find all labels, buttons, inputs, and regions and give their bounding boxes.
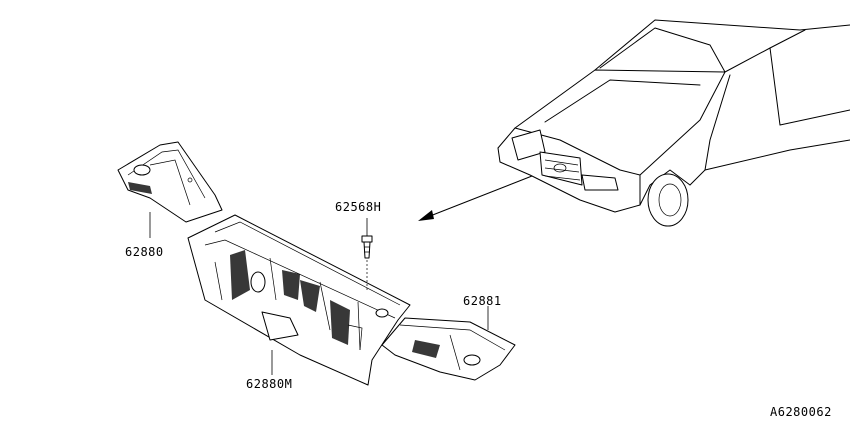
car-wheel-hub [658,183,682,217]
car-front-edge [497,127,641,206]
clip-ridges [364,246,370,253]
car-hood [514,69,726,176]
panel-center-shadow-4 [330,300,350,345]
car-windshield-top [724,29,806,73]
bracket-left-rib [149,159,191,206]
car-illustration [497,19,850,227]
car-headlight-right [581,174,619,191]
panel-center-shadow-1 [230,250,250,300]
label-62880: 62880 [125,245,164,259]
clip-head [361,235,373,243]
panel-center-ribs [214,257,361,351]
car-hood-crease [544,79,701,123]
panel-center-62880m [187,214,411,386]
bracket-right-body [381,317,516,381]
car-headlight-left [511,129,546,161]
bracket-left-bolt-hole [187,177,193,183]
bracket-right-rib [449,334,461,371]
reference-code: A6280062 [770,405,832,419]
car-wheel [647,173,689,227]
label-62881: 62881 [463,294,502,308]
bracket-right-62881 [381,317,516,381]
car-side-sill [689,139,850,186]
label-62880m: 62880M [246,377,293,391]
location-arrow [418,175,533,221]
clip-62568h [361,235,373,292]
panel-center-pocket [261,311,299,341]
car-roof-line [594,19,850,71]
panel-center-outline [187,214,411,386]
bracket-right-flange [399,324,506,351]
panel-center-hole [250,271,266,293]
bracket-left-shadow [128,182,152,194]
bracket-left-hole [133,164,151,176]
location-arrow-head [418,210,434,221]
car-a-pillar [704,74,731,171]
label-62568h: 62568H [335,200,382,214]
panel-center-bracket [347,324,363,351]
bracket-right-hole [463,354,481,366]
car-door-pillar [769,47,850,126]
bracket-left-62880 [117,141,223,223]
location-arrow-line [424,175,533,219]
car-bumper [497,147,641,213]
car-windshield [599,27,726,73]
car-emblem [553,163,567,173]
panel-center-boss [375,308,389,318]
panel-center-lip [204,239,396,319]
panel-center-shadow-3 [300,280,320,312]
clip-shank [363,241,371,259]
bracket-left-body [117,141,223,223]
panel-center-top-flange [214,221,401,306]
bracket-right-shadow [412,340,440,358]
panel-center-shadow-2 [282,270,300,300]
bracket-left-flange [127,149,206,199]
car-grille-slats [544,159,581,181]
